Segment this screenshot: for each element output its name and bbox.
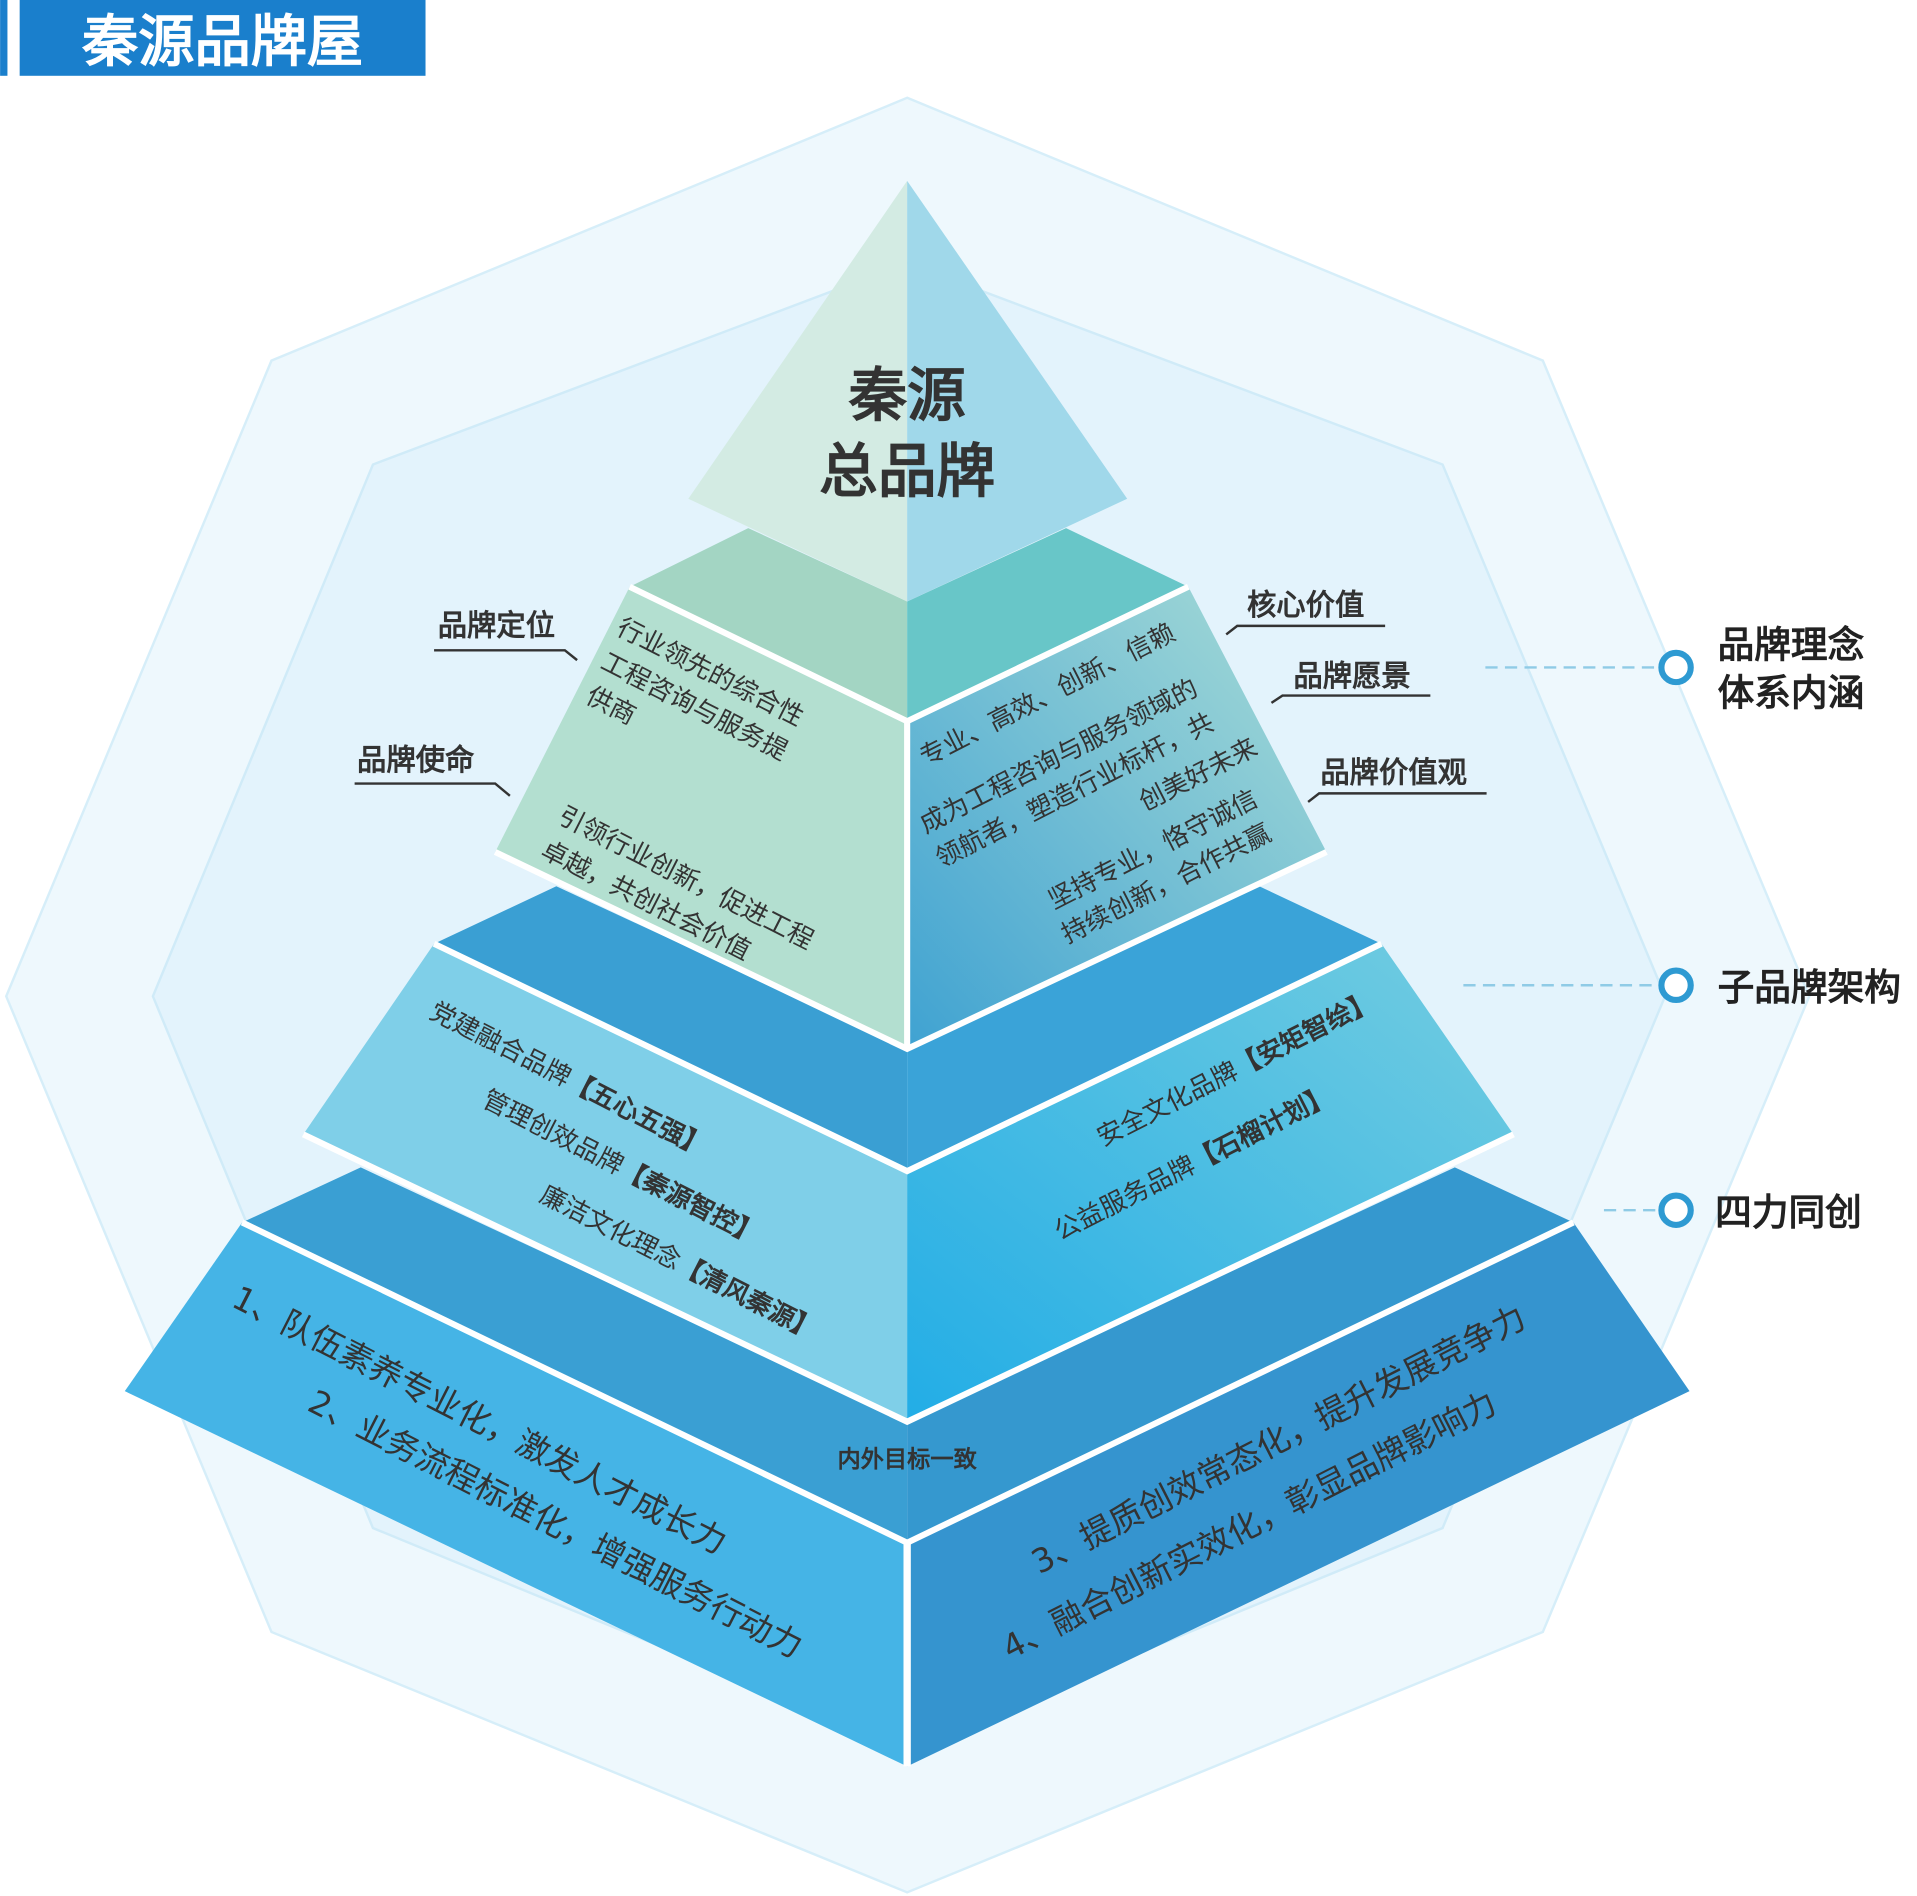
- label-text: 核心价值: [1247, 588, 1364, 622]
- side-label: 品牌理念: [1718, 624, 1865, 667]
- label-values: 品牌价值观: [1307, 755, 1487, 803]
- page-title: 秦源品牌屋: [81, 10, 363, 75]
- label-vision: 品牌愿景: [1270, 659, 1431, 704]
- tier-3: [301, 886, 1515, 1426]
- tier-4: [124, 1167, 1690, 1767]
- label-text: 品牌愿景: [1293, 659, 1410, 693]
- circle-marker-icon: [1658, 1192, 1694, 1228]
- side-label: 子品牌架构: [1718, 966, 1901, 1009]
- label-mission: 品牌使命: [354, 743, 511, 797]
- header-stripe: [0, 0, 8, 76]
- label-core-value: 核心价值: [1225, 588, 1386, 636]
- label-text: 品牌使命: [357, 743, 475, 777]
- label-positioning: 品牌定位: [434, 609, 578, 662]
- tier-2: [493, 528, 1328, 1053]
- side-label: 体系内涵: [1718, 671, 1865, 714]
- apex-line1: 秦源: [848, 362, 966, 430]
- label-text: 品牌定位: [438, 609, 555, 643]
- circle-marker-icon: [1658, 649, 1694, 686]
- tier4-center-text: 内外目标一致: [838, 1446, 978, 1473]
- side-label: 四力同创: [1715, 1191, 1862, 1234]
- header-bar: [19, 0, 426, 76]
- side-item-sub-brand: 子品牌架构: [1463, 966, 1901, 1009]
- side-item-four-forces: 四力同创: [1603, 1191, 1862, 1234]
- tier-apex: 秦源 总品牌: [688, 180, 1128, 602]
- apex-line2: 总品牌: [819, 437, 995, 505]
- label-text: 品牌价值观: [1320, 755, 1467, 789]
- circle-marker-icon: [1658, 967, 1694, 1004]
- side-item-brand-concept: 品牌理念 体系内涵: [1485, 624, 1865, 714]
